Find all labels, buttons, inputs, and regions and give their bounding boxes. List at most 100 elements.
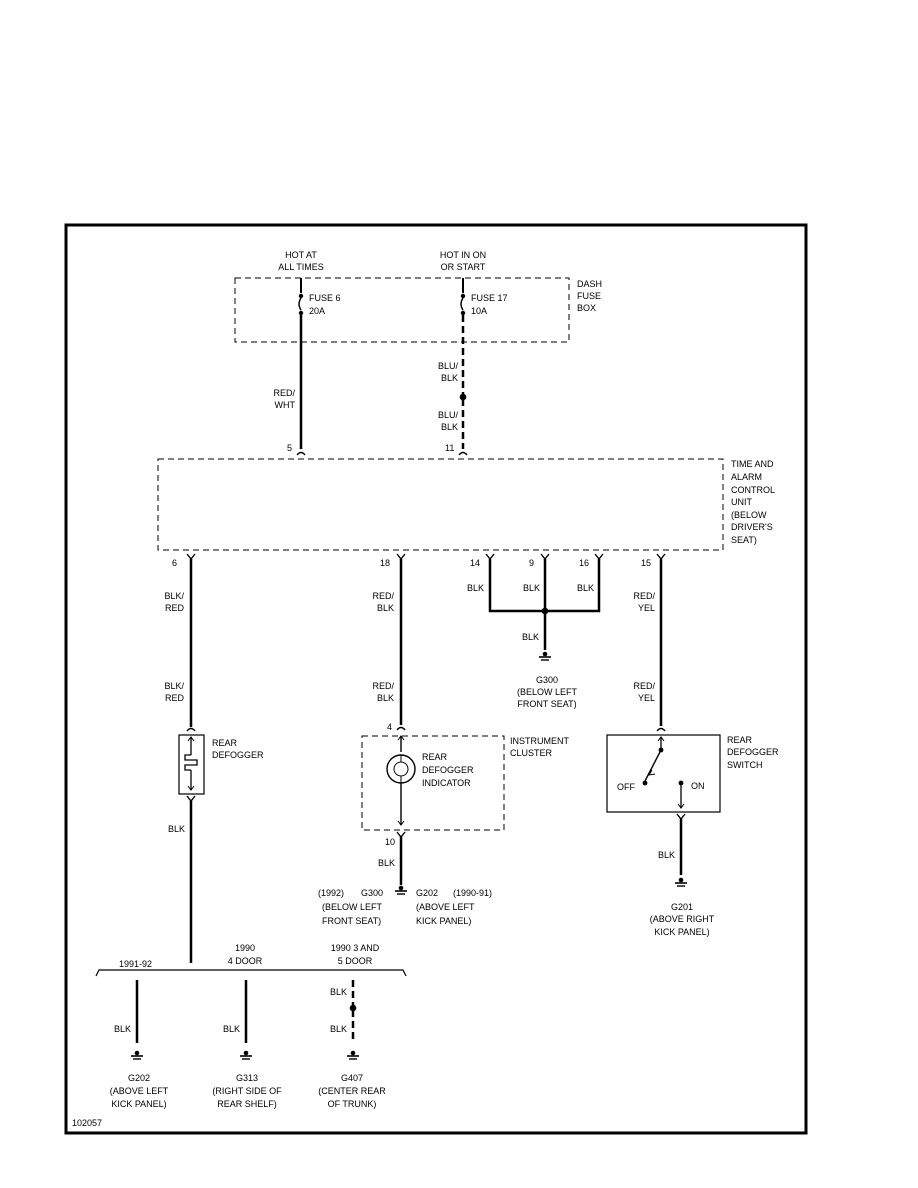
svg-text:(ABOVE LEFT: (ABOVE LEFT [110,1086,169,1096]
svg-text:INSTRUMENT: INSTRUMENT [510,736,569,746]
svg-text:FRONT SEAT): FRONT SEAT) [517,699,576,709]
switch-on-label: ON [691,781,705,791]
wire-label-red-wht: RED/ WHT [273,388,295,410]
pin-6-label: 6 [172,558,177,568]
svg-text:20A: 20A [309,306,325,316]
svg-text:(RIGHT SIDE OF: (RIGHT SIDE OF [212,1086,282,1096]
svg-text:BLK: BLK [377,603,394,613]
instrument-cluster-outline [361,735,505,831]
svg-text:BLK: BLK [441,422,458,432]
svg-text:(ABOVE LEFT: (ABOVE LEFT [416,902,475,912]
svg-text:BLK: BLK [377,693,394,703]
svg-text:BOX: BOX [577,303,596,313]
svg-text:SWITCH: SWITCH [727,760,763,770]
svg-text:RED: RED [165,603,185,613]
connector-pin-5-icon [296,451,306,456]
svg-text:G201: G201 [671,902,693,912]
pin-9-label: 9 [529,558,534,568]
variant-label-1991-92: 1991-92 [119,959,152,969]
svg-text:(BELOW: (BELOW [731,510,767,520]
wire-label-blk-cluster: BLK [378,858,395,868]
svg-text:RED/: RED/ [633,591,655,601]
svg-text:G407: G407 [341,1073,363,1083]
svg-text:DEFOGGER: DEFOGGER [727,747,779,757]
wire-label-red-yel-2: RED/ YEL [633,681,655,703]
svg-text:ALL TIMES: ALL TIMES [278,262,324,272]
svg-text:DASH: DASH [577,279,602,289]
svg-text:5 DOOR: 5 DOOR [338,956,373,966]
svg-text:RED/: RED/ [372,681,394,691]
wire-label-blk-red-1: BLK/ RED [164,591,184,613]
svg-text:BLU/: BLU/ [438,361,459,371]
wire-label-blk-g407-lower: BLK [330,1024,347,1034]
wire-label-blk-g202: BLK [114,1024,131,1034]
ground-g407-label: G407 (CENTER REAR OF TRUNK) [318,1073,386,1109]
wire-label-red-blk-1: RED/ BLK [372,591,394,613]
pin-14-label: 14 [470,558,480,568]
connector-pin-9-icon [540,553,550,560]
wire-label-blk-pin-16: BLK [577,583,594,593]
rear-defogger-label: REAR DEFOGGER [212,738,264,760]
svg-text:(ABOVE RIGHT: (ABOVE RIGHT [650,914,715,924]
diagram-frame [64,223,808,1135]
ground-g201-label: G201 (ABOVE RIGHT KICK PANEL) [650,902,715,937]
connector-pin-6-icon [186,553,196,560]
svg-text:G202: G202 [128,1073,150,1083]
wire-label-blu-blk-2: BLU/ BLK [438,410,459,432]
wire-label-blk-pin-9: BLK [523,583,540,593]
variant-bus [95,969,407,977]
svg-text:4 DOOR: 4 DOOR [228,956,263,966]
svg-text:FRONT SEAT): FRONT SEAT) [322,916,381,926]
svg-text:FUSE 6: FUSE 6 [309,293,341,303]
svg-text:ALARM: ALARM [731,472,762,482]
svg-text:UNIT: UNIT [731,497,752,507]
fuse-6-label: FUSE 6 20A [309,293,341,316]
svg-text:RED/: RED/ [633,681,655,691]
svg-text:(1992): (1992) [318,888,344,898]
svg-text:DEFOGGER: DEFOGGER [422,765,474,775]
indicator-label: REAR DEFOGGER INDICATOR [422,752,474,788]
switch-contacts-icon [642,736,685,809]
diagram-id: 102057 [72,1118,102,1128]
svg-text:G300: G300 [536,675,558,685]
connector-pin-4-icon [396,726,406,731]
instrument-cluster-label: INSTRUMENT CLUSTER [510,736,569,758]
splice-blu-blk [459,393,467,401]
control-unit-label: TIME AND ALARM CONTROL UNIT (BELOW DRIVE… [731,459,775,545]
svg-text:G202: G202 [416,888,438,898]
ground-g202-icon [130,1049,144,1060]
ground-g300-label: G300 (BELOW LEFT FRONT SEAT) [517,675,578,709]
svg-text:BLK/: BLK/ [164,681,184,691]
splice-g300 [541,607,549,615]
svg-text:HOT AT: HOT AT [285,250,317,260]
svg-text:RED/: RED/ [372,591,394,601]
ground-g300-g202-icon [394,884,408,895]
ground-g202-label: G202 (ABOVE LEFT KICK PANEL) [110,1073,169,1109]
ground-g300-icon [538,650,552,661]
wire-label-blk-defogger: BLK [168,824,185,834]
svg-text:G300: G300 [361,888,383,898]
svg-text:WHT: WHT [275,400,296,410]
svg-text:1990: 1990 [235,943,255,953]
pin-5-label: 5 [287,443,292,453]
svg-text:RED/: RED/ [273,388,295,398]
wire-label-red-blk-2: RED/ BLK [372,681,394,703]
wire-label-blk-g407-upper: BLK [330,987,347,997]
connector-pin-18-icon [396,553,406,560]
svg-text:YEL: YEL [638,603,655,613]
switch-outline [606,734,721,813]
svg-text:DEFOGGER: DEFOGGER [212,750,264,760]
power-label-hot-in-on: HOT IN ON OR START [440,250,486,272]
svg-text:REAR: REAR [727,735,753,745]
svg-text:KICK PANEL): KICK PANEL) [111,1099,166,1109]
svg-text:(CENTER REAR: (CENTER REAR [318,1086,386,1096]
svg-text:RED: RED [165,693,185,703]
connector-pin-11-icon [458,451,468,456]
svg-text:TIME AND: TIME AND [731,459,774,469]
ground-g313-icon [239,1049,253,1060]
switch-off-label: OFF [617,782,635,792]
wire-label-blu-blk-1: BLU/ BLK [438,361,459,383]
svg-text:G313: G313 [236,1073,258,1083]
ground-mid-label: (1992) G300 G202 (1990-91) (BELOW LEFT F… [318,888,492,926]
svg-text:INDICATOR: INDICATOR [422,778,471,788]
